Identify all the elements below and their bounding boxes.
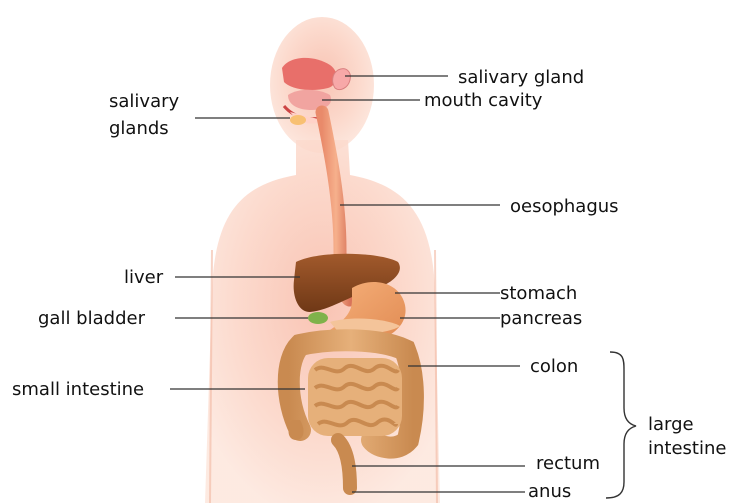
label-anus: anus: [528, 481, 571, 502]
caecum-organ: [289, 420, 304, 440]
large-intestine-brace: [606, 352, 636, 498]
gall-bladder-organ: [308, 312, 328, 324]
label-oesophagus: oesophagus: [510, 196, 619, 217]
label-stomach: stomach: [500, 283, 577, 304]
label-colon: colon: [530, 356, 578, 377]
label-pancreas: pancreas: [500, 308, 582, 329]
label-large-intestine-line1: large: [648, 414, 694, 435]
label-rectum: rectum: [536, 453, 600, 474]
label-large-intestine-line2: intestine: [648, 438, 726, 459]
label-salivary-gland: salivary gland: [458, 67, 584, 88]
label-mouth-cavity: mouth cavity: [424, 90, 543, 111]
label-salivary-glands-line2: glands: [109, 118, 169, 139]
label-salivary-glands-line1: salivary: [109, 91, 179, 112]
label-liver: liver: [124, 267, 164, 288]
label-small-intestine: small intestine: [12, 379, 144, 400]
small-intestine-organ: [308, 358, 402, 436]
label-gall-bladder: gall bladder: [38, 308, 146, 329]
